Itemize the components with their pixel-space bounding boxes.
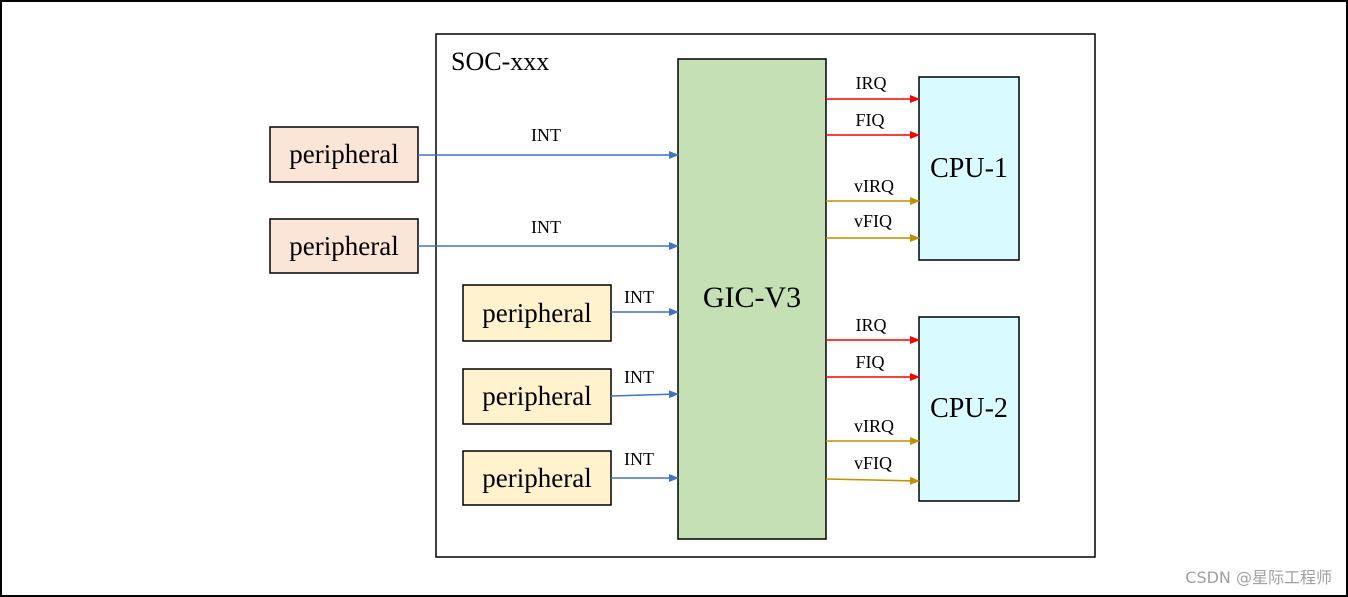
fiq-label: FIQ <box>855 352 884 372</box>
cpu-label: CPU-1 <box>930 153 1008 184</box>
vfiq-label: vFIQ <box>854 453 892 473</box>
cpu-2: CPU-2 <box>918 316 1020 502</box>
int-label: INT <box>624 449 654 469</box>
soc-label: SOC-xxx <box>451 47 549 76</box>
cpu-label: CPU-2 <box>930 393 1008 424</box>
gic-box <box>677 58 827 540</box>
peripheral-label: peripheral <box>289 139 398 169</box>
external-peripheral-2: peripheral <box>269 218 419 274</box>
int-label: INT <box>624 287 654 307</box>
irq-label: IRQ <box>856 73 887 93</box>
virq-label: vIRQ <box>854 176 894 196</box>
peripheral-box <box>462 368 612 425</box>
internal-peripheral-2: peripheral <box>462 368 612 425</box>
peripheral-label: peripheral <box>482 463 591 493</box>
external-peripheral-1: peripheral <box>269 126 419 183</box>
internal-peripheral-3: peripheral <box>462 450 612 506</box>
peripheral-box <box>462 284 612 342</box>
vfiq-label: vFIQ <box>854 211 892 231</box>
vfiq-arrow <box>825 476 920 485</box>
peripheral-label: peripheral <box>289 231 398 261</box>
int-label: INT <box>531 125 561 145</box>
int-label: INT <box>624 367 654 387</box>
virq-label: vIRQ <box>854 416 894 436</box>
watermark: CSDN @星际工程师 <box>1185 568 1332 587</box>
cpu-1: CPU-1 <box>918 76 1020 261</box>
int-arrow <box>610 390 679 399</box>
fiq-label: FIQ <box>855 110 884 130</box>
peripheral-label: peripheral <box>482 298 591 328</box>
peripheral-label: peripheral <box>482 381 591 411</box>
peripheral-box <box>462 450 612 506</box>
peripheral-box <box>269 218 419 274</box>
gic-label: GIC-V3 <box>703 281 801 314</box>
cpu-box <box>918 316 1020 502</box>
internal-peripheral-1: peripheral <box>462 284 612 342</box>
irq-label: IRQ <box>856 315 887 335</box>
cpu-box <box>918 76 1020 261</box>
int-label: INT <box>531 217 561 237</box>
